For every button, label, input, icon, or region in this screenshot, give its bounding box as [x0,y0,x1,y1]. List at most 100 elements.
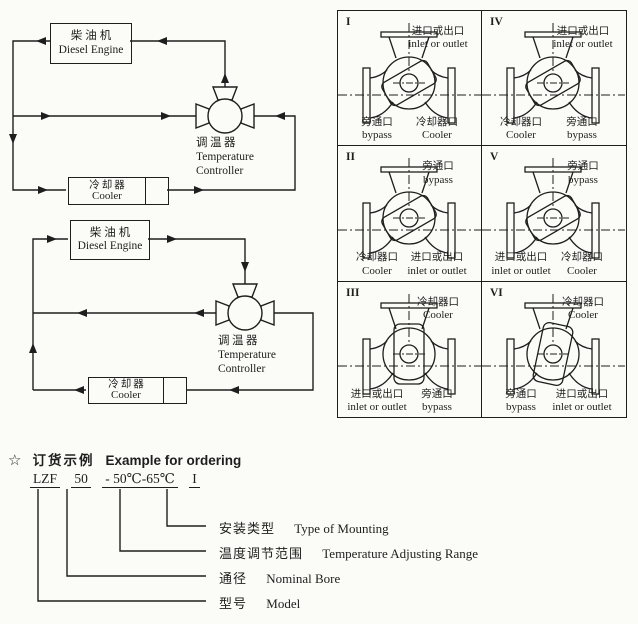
valve-drawing [482,293,625,395]
bottom-right-port-label: 冷却器口 Cooler [538,252,626,277]
ordering-title-cn: 订货示例 [32,453,95,468]
ordering-label-en: Type of Mounting [294,521,389,536]
temperature-controller-label-1: 调温器 Temperature Controller [196,136,254,178]
port-label-cn: 旁通口 [422,161,454,173]
ordering-label-en: Model [266,596,301,611]
port-label-en: Cooler [567,264,597,277]
cell-numeral: I [346,16,351,28]
port-label-cn: 进口或出口 [556,26,610,37]
port-label-cn: 冷却器口 [356,252,398,264]
ordering-example-heading: ☆ 订货示例 Example for ordering [8,449,241,470]
mounting-cell-VI: VI 冷却器口 Cooler 旁通口 bypass 进口或出口 inlet or… [482,282,626,417]
controller-label-en2: Controller [218,363,266,376]
ordering-code: LZF 50 - 50℃-65℃ I [30,471,208,488]
bottom-right-port-label: 进口或出口 inlet or outlet [393,252,481,277]
port-label-en: bypass [422,401,452,414]
cell-numeral: VI [490,286,503,299]
port-label-en: bypass [423,173,453,186]
code-temperature-range: - 50℃-65℃ [102,471,178,488]
cooler-label-cn: 冷却器 [89,179,127,191]
port-label-cn: 进口或出口 [411,26,465,37]
controller-label-en1: Temperature [196,151,254,164]
cooler-label-en: Cooler [92,189,122,202]
cell-numeral: III [346,286,360,299]
top-port-label: 进口或出口 inlet or outlet [396,26,480,51]
port-label-en: Cooler [423,309,453,322]
cooler-label-en: Cooler [111,389,141,402]
port-label-en: Cooler [506,129,536,142]
cooler-label: 冷却器 Cooler [89,378,163,403]
diesel-engine-box-1: 柴油机 Diesel Engine [50,23,132,64]
three-way-valve-icon [215,283,275,331]
bottom-right-port-label: 旁通口 bypass [393,389,481,414]
valve-drawing [338,158,481,259]
port-label-en: bypass [567,129,597,142]
top-port-label: 旁通口 bypass [396,161,480,186]
valve-drawing [338,23,481,124]
ordering-label-cn: 型号 [219,596,248,611]
bottom-left-port-label: 旁通口 bypass [484,389,558,414]
port-label-en: Cooler [362,264,392,277]
port-label-en: inlet or outlet [408,38,468,51]
port-label-en: inlet or outlet [552,401,612,414]
cell-numeral: V [490,151,499,164]
port-label-en: inlet or outlet [407,264,467,277]
ordering-label-cn: 安装类型 [219,521,276,536]
valve-drawing [482,158,625,259]
cooler-label-cn: 冷却器 [108,379,146,391]
ordering-label-type-of-mounting: 安装类型 Type of Mounting [219,518,389,537]
controller-label-en2: Controller [196,165,244,178]
cooler-box-2: 冷却器 Cooler [88,377,187,404]
port-label-en: bypass [568,173,598,186]
mounting-cell-IV: IV 进口或出口 inlet or outlet 冷却器口 Cooler 旁通口… [482,11,626,147]
port-label-cn: 进口或出口 [410,252,464,264]
code-model: LZF [30,471,61,488]
bottom-left-port-label: 旁通口 bypass [340,117,414,142]
valve-drawing [482,23,625,124]
mounting-cell-III: III 冷却器口 Cooler 进口或出口 inlet or outlet 旁通… [338,281,482,417]
top-port-label: 进口或出口 inlet or outlet [541,26,625,51]
mounting-type-grid: I 进口或出口 inlet or outlet 旁通口 bypass 冷却器口 … [337,10,627,418]
controller-label-en1: Temperature [218,349,276,362]
cell-numeral: IV [490,16,503,28]
port-label-cn: 冷却器口 [561,252,603,264]
bottom-left-port-label: 进口或出口 inlet or outlet [484,252,558,277]
controller-label-cn: 调温器 [218,335,260,347]
port-label-cn: 进口或出口 [555,388,609,400]
engine-label-en: Diesel Engine [58,43,124,56]
mounting-cell-II: II 旁通口 bypass 冷却器口 Cooler 进口或出口 inlet or… [338,146,482,282]
ordering-label-cn: 温度调节范围 [219,546,304,561]
engine-label-en: Diesel Engine [77,240,143,252]
port-label-cn: 旁通口 [505,388,537,400]
star-icon: ☆ [8,453,22,469]
ordering-label-cn: 通径 [219,571,248,586]
ordering-label-en: Nominal Bore [266,571,341,586]
engine-label-cn: 柴油机 [70,30,115,43]
mounting-cell-V: V 旁通口 bypass 进口或出口 inlet or outlet 冷却器口 … [482,146,626,282]
cooler-end-compartment [145,178,168,204]
port-label-cn: 旁通口 [361,116,393,128]
bottom-left-port-label: 冷却器口 Cooler [340,252,414,277]
engine-label-cn: 柴油机 [89,226,134,239]
port-label-cn: 进口或出口 [494,252,548,264]
port-label-cn: 冷却器口 [417,296,459,308]
port-label-en: inlet or outlet [491,264,551,277]
port-label-en: inlet or outlet [553,38,613,51]
mounting-cell-I: I 进口或出口 inlet or outlet 旁通口 bypass 冷却器口 … [338,11,482,147]
temperature-controller-label-2: 调温器 Temperature Controller [218,334,276,376]
cell-numeral: II [346,151,355,164]
port-label-en: inlet or outlet [347,401,407,414]
cooler-end-compartment [163,378,186,403]
ordering-label-nominal-bore: 通径 Nominal Bore [219,568,340,587]
bottom-right-port-label: 冷却器口 Cooler [393,117,481,142]
controller-label-cn: 调温器 [196,137,238,149]
ordering-label-temperature-adjusting-range: 温度调节范围 Temperature Adjusting Range [219,543,478,562]
ordering-label-model: 型号 Model [219,593,300,612]
port-label-en: bypass [362,129,392,142]
ordering-label-en: Temperature Adjusting Range [322,546,479,561]
port-label-cn: 冷却器口 [416,116,458,128]
port-label-cn: 旁通口 [421,388,453,400]
top-port-label: 冷却器口 Cooler [396,297,480,322]
